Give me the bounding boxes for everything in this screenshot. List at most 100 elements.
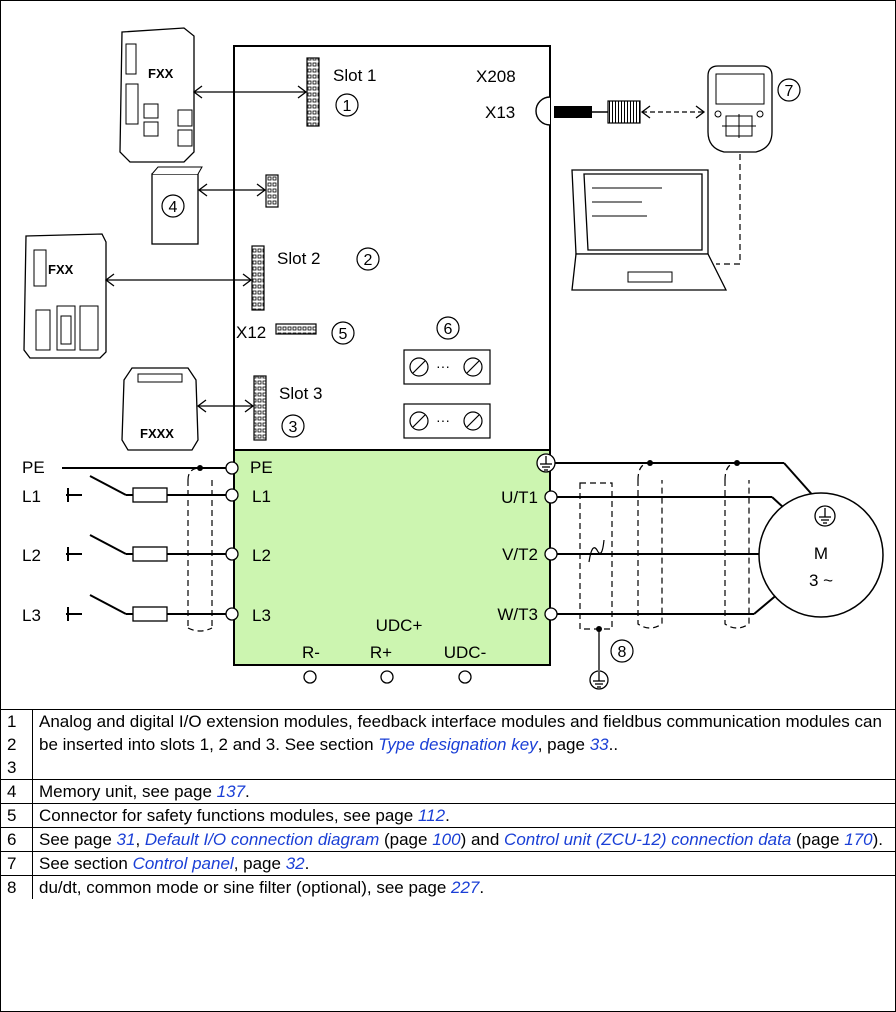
legend-text: , (135, 830, 145, 849)
dc-terminals (303, 670, 472, 684)
input-cable-shield (187, 467, 213, 632)
supply-l2-label: L2 (22, 546, 41, 565)
legend-text: See page (39, 830, 117, 849)
supply-network (62, 467, 226, 621)
slot-3-label: Slot 3 (279, 384, 322, 403)
cross-reference-link[interactable]: 33 (589, 735, 609, 754)
callout-3: 3 (289, 419, 298, 436)
legend-number: 8 (1, 875, 33, 899)
slot-2-label: Slot 2 (277, 249, 320, 268)
filter-ground-icon (589, 670, 609, 690)
x12-connector (275, 323, 317, 335)
callout-7: 7 (785, 83, 794, 100)
drive-unit (233, 45, 551, 666)
callout-8: 8 (618, 644, 627, 661)
cross-reference-link[interactable]: 170 (844, 830, 873, 849)
laptop-pc (571, 169, 728, 291)
panel-cable-connector (607, 100, 641, 124)
legend-description: Connector for safety functions modules, … (32, 803, 895, 828)
slot-3-connector (253, 375, 267, 441)
callout-5: 5 (339, 326, 348, 343)
legend-text: Connector for safety functions modules, … (39, 806, 418, 825)
legend-number: 5 (1, 803, 33, 828)
cross-reference-link[interactable]: 227 (451, 878, 480, 897)
option-module-slot-1: FXX (119, 27, 195, 163)
supply-l1-label: L1 (22, 487, 41, 506)
cross-reference-link[interactable]: Default I/O connection diagram (144, 830, 380, 849)
x208-label: X208 (476, 67, 516, 86)
x12-label: X12 (236, 323, 266, 342)
cross-reference-link[interactable]: 112 (417, 806, 446, 825)
x13-label: X13 (485, 103, 515, 122)
legend-text: , page (537, 735, 590, 754)
callout-1: 1 (343, 98, 352, 115)
module-1-label: FXX (148, 66, 174, 81)
legend-text: . (479, 878, 485, 897)
r-minus-label: R- (302, 643, 320, 662)
slot-1-connector (306, 57, 320, 127)
legend-description: Analog and digital I/O extension modules… (32, 709, 895, 780)
cross-reference-link[interactable]: 100 (432, 830, 461, 849)
io-terminal-block-2: ··· (403, 403, 491, 439)
legend-text: ). (872, 830, 883, 849)
legend-row: 8 du/dt, common mode or sine filter (opti… (1, 875, 895, 899)
cross-reference-link[interactable]: 137 (216, 782, 246, 801)
module-2-label: FXX (48, 262, 74, 277)
cross-reference-link[interactable]: 31 (116, 830, 136, 849)
motor-label: M (814, 544, 828, 563)
legend-description: See section Control panel, page 32. (32, 851, 895, 876)
legend-text: . (304, 854, 310, 873)
x13-port (535, 96, 551, 126)
slot-2-connector (251, 245, 265, 311)
output-w-label: W/T3 (497, 605, 538, 624)
panel-arrow (640, 105, 706, 119)
option-module-slot-3: FXXX (121, 367, 199, 451)
terminal-dots-1: ··· (436, 358, 450, 374)
legend-text: Analog and digital I/O extension modules… (39, 712, 882, 754)
legend-number-item: 5 (7, 806, 17, 825)
legend-number: 6 (1, 827, 33, 852)
panel-plug (554, 106, 592, 118)
callout-4: 4 (169, 199, 178, 216)
cross-reference-link[interactable]: Type designation key (378, 735, 538, 754)
output-v-label: V/T2 (502, 545, 538, 564)
laptop-cable (716, 154, 741, 265)
cross-reference-link[interactable]: Control panel (132, 854, 234, 873)
legend-number-item: 6 (7, 830, 17, 849)
motor-phase-label: 3 ~ (809, 571, 833, 590)
legend-number-item: 3 (7, 758, 17, 777)
option-module-slot-2: FXX (23, 233, 107, 359)
legend-text: .. (608, 735, 619, 754)
legend-number-item: 8 (7, 878, 17, 897)
legend-number: 7 (1, 851, 33, 876)
legend-row: 5 Connector for safety functions modules,… (1, 803, 895, 828)
legend-number: 4 (1, 779, 33, 804)
cross-reference-link[interactable]: 32 (285, 854, 305, 873)
legend-text: du/dt, common mode or sine filter (optio… (39, 878, 451, 897)
control-panel (707, 65, 773, 153)
motor: M 3 ~ (758, 492, 884, 618)
slot-1-label: Slot 1 (333, 66, 376, 85)
udc-plus-label: UDC+ (376, 616, 423, 635)
output-filter (579, 482, 613, 670)
output-cable-shields (637, 462, 750, 629)
legend-number-item: 1 (7, 712, 17, 731)
module-3-label: FXXX (140, 426, 174, 441)
legend-description: See page 31, Default I/O connection diag… (32, 827, 895, 852)
fuses (132, 487, 168, 622)
output-u-label: U/T1 (501, 488, 538, 507)
drive-connection-diagram: Slot 1 Slot 2 Slot 3 X12 FXX FXX FXXX (22, 27, 884, 690)
legend-text: (page (379, 830, 433, 849)
io-terminal-block-1: ··· (403, 349, 491, 385)
input-l2-label: L2 (252, 546, 271, 565)
supply-pe-label: PE (22, 458, 45, 477)
legend-row: 6 See page 31, Default I/O connection dia… (1, 827, 895, 852)
cross-reference-link[interactable]: Control unit (ZCU-12) connection data (504, 830, 792, 849)
legend-text: . (445, 806, 450, 825)
legend-text: , page (233, 854, 286, 873)
legend-number-item: 4 (7, 782, 17, 801)
input-l3-label: L3 (252, 606, 271, 625)
module-arrows (104, 85, 308, 413)
